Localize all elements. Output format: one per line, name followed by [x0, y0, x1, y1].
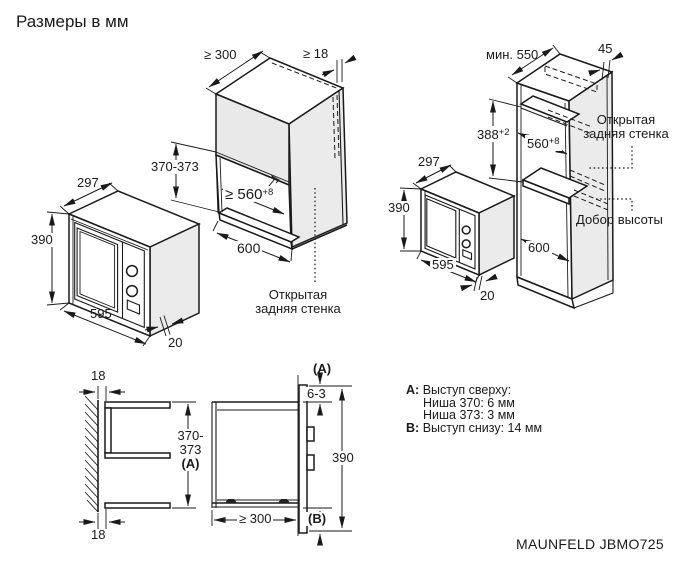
dim-center-depth [205, 50, 271, 95]
label-a: (A) [313, 361, 332, 376]
right-cabinet-drawing [488, 44, 633, 310]
wall-hatch [84, 395, 99, 513]
dim-label-front-height: 390 [330, 450, 356, 465]
dim-label-center-inner-width: ≥ 560+8 [223, 186, 276, 203]
dim-label-rmw-overhang: 20 [480, 288, 495, 303]
dim-label-center-panel: ≥ 18 [303, 46, 329, 61]
knob-profile-icon [306, 426, 315, 442]
dim-rmw-overhang [460, 273, 498, 292]
dim-label-side-niche-height: 370- 373 (A) [172, 429, 209, 471]
dim-wall-gap-top [79, 386, 125, 401]
right-open-back-note: Открытая задняя стенка [583, 112, 669, 141]
dim-label-rmw-height: 390 [386, 200, 412, 215]
dim-label-right-inner-width: 560+8 [525, 135, 562, 151]
legend-line-b: B: Выступ снизу: 14 мм [406, 420, 543, 435]
dim-label-right-depth: мин. 550 [486, 47, 539, 62]
left-microwave-drawing [46, 182, 201, 347]
legend-line-a2: Ниша 373: 3 мм [423, 408, 515, 422]
center-cabinet-drawing [170, 50, 357, 284]
dim-left-height [46, 211, 70, 306]
dim-label-rmw-width: 595 [430, 257, 456, 272]
dim-label-left-depth: 297 [77, 175, 99, 190]
model-name: MAUNFELD JBMO725 [516, 536, 664, 552]
dim-label-left-width: 595 [90, 306, 112, 321]
dim-top-overhang [303, 372, 352, 416]
right-microwave-drawing [399, 164, 516, 292]
dim-label-center-niche-height: 370-373 [149, 159, 201, 174]
dim-right-depth [507, 44, 561, 84]
dim-label-wall-gap-bottom: 18 [91, 527, 106, 542]
dim-rmw-height [399, 187, 422, 252]
page-title: Размеры в мм [16, 12, 129, 31]
knob-icon [461, 239, 471, 249]
dim-center-niche-height [170, 141, 220, 213]
dim-label-left-height: 390 [29, 232, 55, 247]
dim-label-rmw-depth: 297 [418, 154, 440, 169]
dim-wall-gap-bottom [79, 509, 125, 529]
dim-label-side-depth: ≥ 300 [237, 511, 274, 526]
dim-label-center-outer-width: 600 [235, 240, 263, 256]
dim-label-top-overhang: 6-3 [305, 386, 328, 401]
dim-left-overhang [144, 315, 185, 337]
foot-icon [278, 499, 290, 503]
center-open-back-note: Открытая задняя стенка [255, 287, 341, 316]
dim-rmw-depth [412, 164, 457, 190]
knob-icon [125, 264, 139, 278]
dim-left-depth [59, 182, 119, 215]
dim-center-panel [321, 54, 357, 83]
right-filler-note: Добор высоты [576, 212, 663, 227]
dim-label-wall-gap-top: 18 [91, 368, 106, 383]
knob-profile-icon [306, 454, 315, 471]
knob-icon [125, 284, 139, 298]
dim-right-filler-width [588, 51, 624, 81]
legend-line-a: A: Выступ сверху: [406, 383, 512, 397]
legend-line-a1: Ниша 370: 6 мм [423, 395, 515, 410]
dim-label-right-filler-width: 45 [598, 41, 613, 56]
overhang-legend: A: Выступ сверху: Ниша 370: 6 мм Ниша 37… [406, 384, 542, 434]
dim-label-center-depth: ≥ 300 [204, 47, 237, 62]
dim-left-width [59, 302, 151, 347]
label-b: (B) [306, 511, 329, 526]
dim-label-left-overhang: 20 [168, 335, 183, 350]
side-view-drawing [79, 372, 352, 546]
dim-label-right-lower-height: 600 [526, 240, 552, 255]
foot-icon [225, 499, 237, 503]
front-panel-profile [298, 384, 308, 534]
dim-label-right-niche-height: 388+2 [475, 126, 512, 142]
knob-icon [461, 225, 471, 235]
